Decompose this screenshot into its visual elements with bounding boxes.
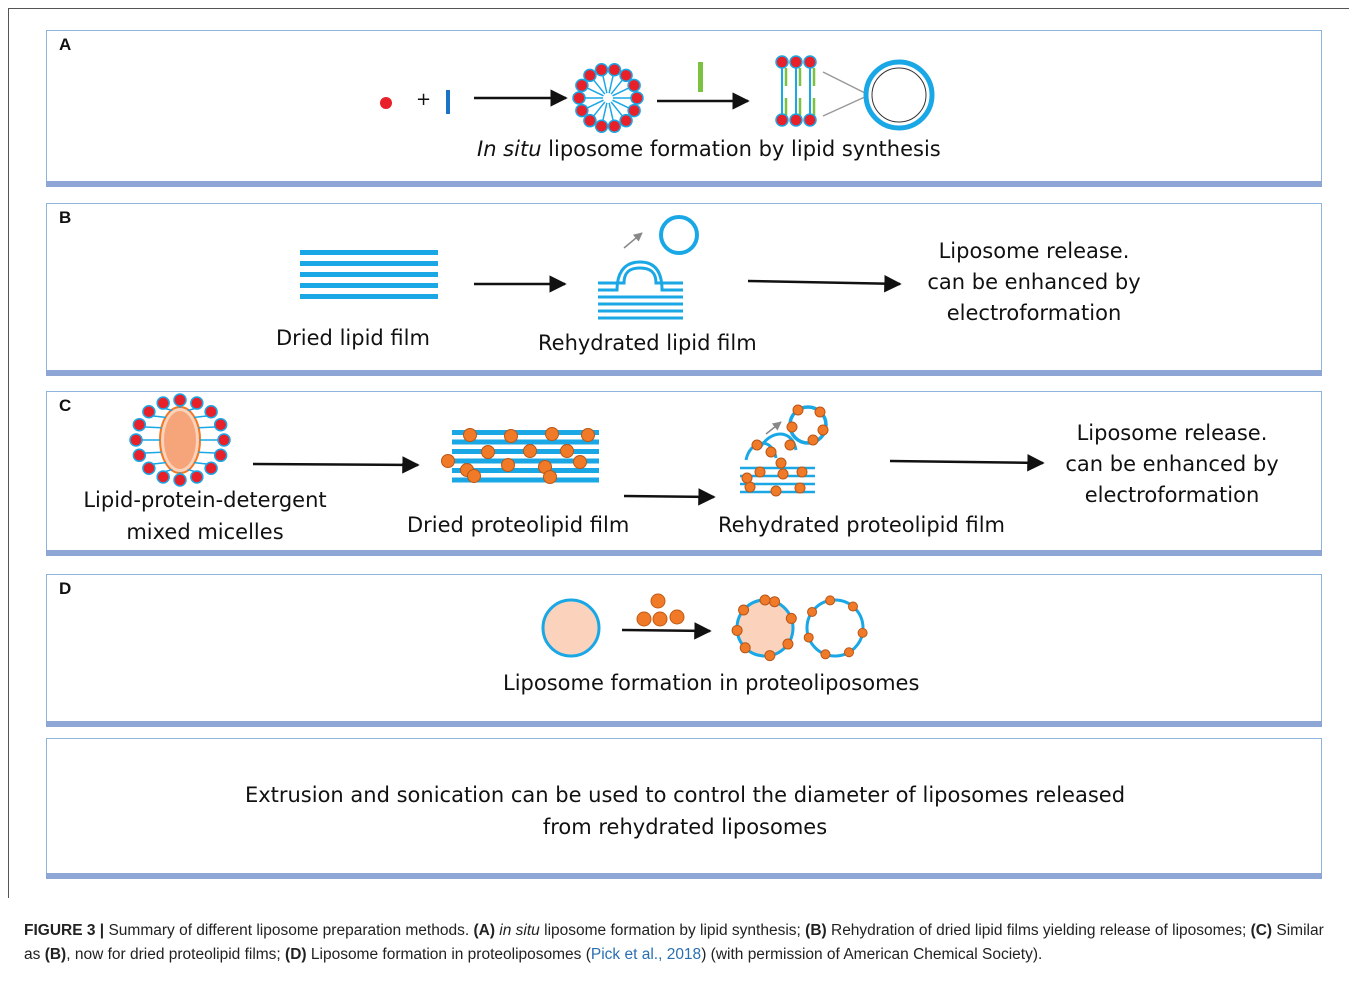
panel-c-bar bbox=[46, 550, 1322, 556]
panel-e-line-2: from rehydrated liposomes bbox=[542, 815, 828, 839]
rehydrated-proteolipid-film-icon bbox=[740, 404, 829, 497]
panel-d-bar bbox=[46, 721, 1322, 727]
caption-a-text: liposome formation by lipid synthesis; bbox=[539, 922, 806, 939]
release-text-c: Liposome release. can be enhanced by ele… bbox=[1047, 418, 1297, 511]
release-c-line-1: Liposome release. bbox=[1076, 421, 1268, 445]
empty-proteoliposome-icon bbox=[803, 595, 868, 660]
arrow-b-2 bbox=[747, 274, 902, 293]
release-b-line-2: can be enhanced by bbox=[927, 270, 1141, 294]
panel-b-label: B bbox=[59, 208, 72, 227]
protein-cluster-icon bbox=[636, 593, 685, 627]
head-dot-icon bbox=[380, 97, 392, 109]
caption-d-tag: (D) bbox=[285, 946, 307, 963]
arrow-d-1 bbox=[621, 622, 712, 640]
panel-e-text: Extrusion and sonication can be used to … bbox=[47, 779, 1323, 843]
arrow-c-3 bbox=[889, 454, 1045, 472]
filled-proteoliposome-icon bbox=[731, 594, 797, 662]
tail-bar-icon bbox=[446, 90, 450, 114]
panel-d: D Liposome formation in proteoliposomes bbox=[46, 574, 1322, 727]
panel-a-caption-italic: In situ bbox=[477, 137, 542, 161]
caption-c-text: Similar as bbox=[24, 922, 1324, 963]
micelle-icon bbox=[572, 62, 644, 134]
caption-d-text: Liposome formation in proteoliposomes ( bbox=[306, 946, 591, 963]
arrow-c-2 bbox=[623, 488, 716, 506]
release-text-b: Liposome release. can be enhanced by ele… bbox=[909, 236, 1159, 329]
caption-citation-link[interactable]: Pick et al., 2018 bbox=[590, 946, 702, 963]
released-liposome-icon-b bbox=[659, 215, 699, 255]
panel-a: A In situ liposome formation by lipid sy… bbox=[46, 30, 1322, 187]
panel-c-label: C bbox=[59, 396, 72, 415]
panel-c: C Lipid-protein-detergent mixed micelles… bbox=[46, 391, 1322, 556]
bilayer-connector-top bbox=[822, 71, 868, 95]
micelle-line-2: mixed micelles bbox=[126, 520, 284, 544]
micelle-label: Lipid-protein-detergent mixed micelles bbox=[65, 484, 345, 548]
panel-e-line-1: Extrusion and sonication can be used to … bbox=[244, 783, 1126, 807]
dried-lipid-film-label: Dried lipid film bbox=[276, 326, 430, 350]
release-c-line-3: electroformation bbox=[1084, 483, 1260, 507]
caption-b-tag: (B) bbox=[805, 922, 827, 939]
release-pointer-arrow bbox=[623, 232, 643, 249]
dried-lipid-film-icon bbox=[300, 250, 438, 299]
caption-intro: Summary of different liposome preparatio… bbox=[104, 922, 474, 939]
liposome-icon-a bbox=[863, 59, 935, 131]
panel-a-caption-rest: liposome formation by lipid synthesis bbox=[541, 137, 941, 161]
bilayer-connector-bottom bbox=[822, 95, 868, 117]
dried-proteolipid-film-icon bbox=[441, 427, 599, 484]
panel-a-label: A bbox=[59, 35, 72, 54]
figure-frame bbox=[8, 8, 1349, 898]
liposome-inner-a bbox=[871, 67, 927, 123]
panel-b-bar bbox=[46, 370, 1322, 376]
bilayer-icon bbox=[775, 55, 817, 127]
caption-c-ref: (B) bbox=[44, 946, 67, 963]
rehydrated-lipid-film-icon bbox=[598, 260, 683, 320]
figure-caption: FIGURE 3 | Summary of different liposome… bbox=[24, 919, 1336, 967]
caption-b-text: Rehydration of dried lipid films yieldin… bbox=[826, 922, 1251, 939]
mixed-micelle-icon bbox=[129, 393, 231, 487]
caption-c-text2: , now for dried proteolipid films; bbox=[66, 946, 286, 963]
caption-a-italic: in situ bbox=[495, 922, 540, 939]
caption-lead: FIGURE 3 | bbox=[24, 922, 105, 939]
arrow-c-1 bbox=[252, 456, 420, 474]
panel-e: Extrusion and sonication can be used to … bbox=[46, 738, 1323, 879]
panel-d-caption: Liposome formation in proteoliposomes bbox=[503, 671, 920, 695]
plus-sign: + bbox=[416, 89, 432, 110]
panel-b: B Dried lipid film Rehydrated lipid film… bbox=[46, 203, 1322, 376]
rehydrated-proteolipid-film-label: Rehydrated proteolipid film bbox=[718, 513, 1006, 537]
panel-a-caption: In situ liposome formation by lipid synt… bbox=[477, 137, 941, 161]
dried-proteolipid-film-label: Dried proteolipid film bbox=[407, 513, 630, 537]
caption-end: ) (with permission of American Chemical … bbox=[701, 946, 1043, 963]
micelle-line-1: Lipid-protein-detergent bbox=[83, 488, 327, 512]
release-b-line-3: electroformation bbox=[946, 301, 1122, 325]
panel-d-label: D bbox=[59, 579, 72, 598]
green-lipid-icon bbox=[698, 62, 703, 92]
proteoliposome-icon bbox=[541, 598, 601, 658]
rehydrated-lipid-film-label: Rehydrated lipid film bbox=[538, 331, 757, 355]
panel-e-bar bbox=[46, 873, 1322, 879]
caption-c-tag: (C) bbox=[1250, 922, 1273, 939]
caption-a-tag: (A) bbox=[473, 922, 495, 939]
panel-a-bar bbox=[46, 181, 1322, 187]
release-b-line-1: Liposome release. bbox=[938, 239, 1130, 263]
release-c-line-2: can be enhanced by bbox=[1065, 452, 1279, 476]
